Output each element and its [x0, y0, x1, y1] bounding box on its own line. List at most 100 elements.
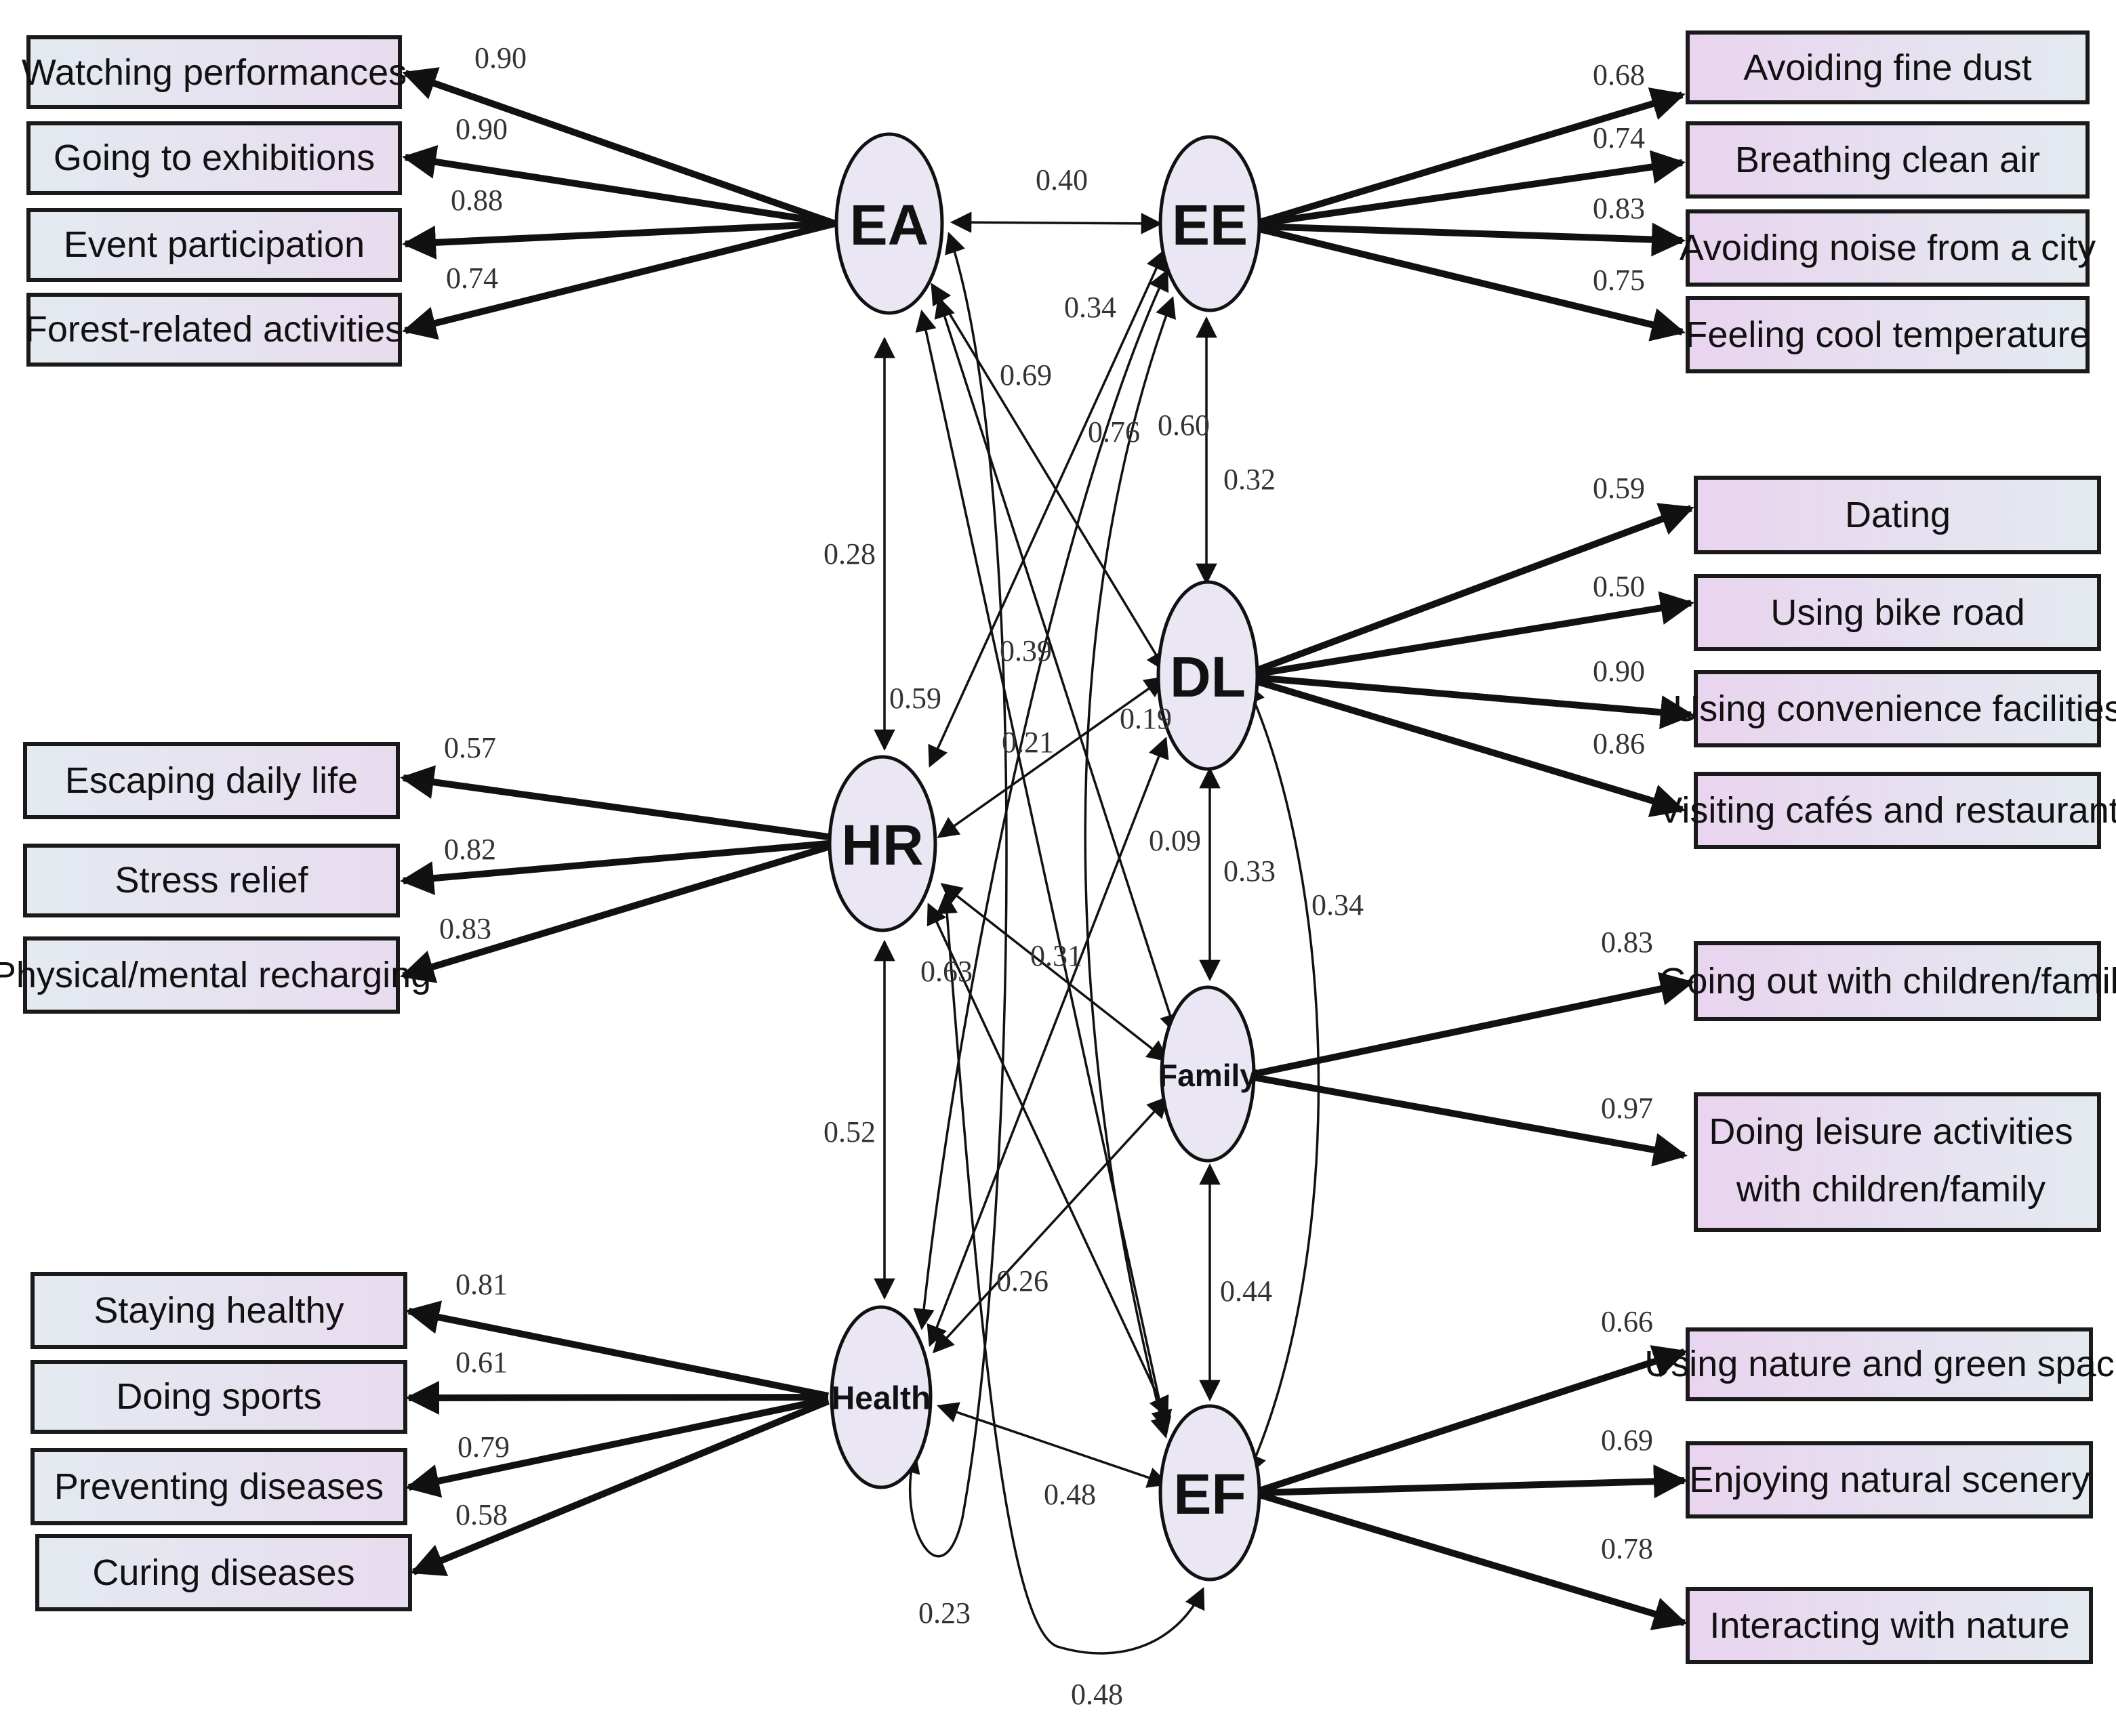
node-EE: EE [1158, 135, 1261, 312]
load-Health-1 [405, 1300, 829, 1399]
loading-label: 0.83 [1601, 926, 1653, 959]
loading-label: 0.61 [455, 1346, 508, 1379]
indicator-curing-diseases: Curing diseases [35, 1534, 412, 1611]
corr-label: 0.33 [1223, 854, 1276, 888]
hr-indicators: Escaping daily life Stress relief Physic… [0, 742, 431, 1014]
indicator-label: Physical/mental recharging [0, 955, 431, 995]
loading-label: 0.82 [444, 833, 496, 866]
node-label: EA [850, 193, 929, 257]
loading-label: 0.78 [1601, 1532, 1653, 1565]
corr-label: 0.39 [1000, 634, 1052, 667]
corr-label: 0.34 [1311, 888, 1364, 922]
load-EF-2 [1259, 1464, 1688, 1499]
loading-label: 0.81 [455, 1268, 508, 1301]
indicator-label: Staying healthy [94, 1290, 344, 1331]
node-HR: HR [828, 755, 937, 932]
corr-Family-Health [932, 1096, 1169, 1354]
family-indicators: Going out with children/family Doing lei… [1659, 941, 2116, 1232]
corr-label: 0.44 [1220, 1275, 1272, 1308]
loading-label: 0.74 [1593, 121, 1645, 154]
corr-label: 0.48 [1071, 1678, 1123, 1711]
indicator-preventing-diseases: Preventing diseases [30, 1448, 407, 1525]
load-Family-1 [1253, 972, 1694, 1077]
load-EA-4 [402, 220, 836, 340]
indicator-visiting-cafes: Visiting cafés and restaurants [1658, 772, 2116, 849]
indicator-doing-sports: Doing sports [30, 1360, 407, 1434]
loading-label: 0.74 [446, 262, 498, 295]
loading-label: 0.88 [451, 184, 503, 217]
corr-label: 0.60 [1158, 409, 1210, 442]
loading-label: 0.68 [1593, 58, 1645, 91]
indicator-event-participation: Event participation [26, 208, 402, 282]
load-DL-2 [1255, 591, 1694, 678]
node-Family: Family [1158, 985, 1257, 1163]
loading-label: 0.97 [1601, 1092, 1653, 1125]
corr-label: 0.31 [1030, 939, 1082, 972]
corr-DL-EF [1245, 682, 1320, 1476]
corr-label: 0.63 [920, 955, 973, 988]
corr-label: 0.26 [996, 1264, 1049, 1298]
indicator-using-nature: Using nature and green space [1644, 1327, 2116, 1401]
node-label: DL [1170, 645, 1246, 709]
corr-label: 0.59 [889, 682, 941, 715]
indicator-label: Enjoying natural scenery [1689, 1460, 2090, 1500]
indicator-label: Avoiding noise from a city [1680, 228, 2096, 268]
load-DL-4 [1254, 678, 1686, 817]
indicator-escaping-daily-life: Escaping daily life [23, 742, 400, 819]
load-Health-3 [405, 1396, 830, 1498]
indicator-forest-related-activities: Forest-related activities [25, 293, 403, 367]
indicator-label: Going out with children/family [1659, 961, 2116, 1001]
indicator-label: Preventing diseases [54, 1466, 384, 1507]
load-Health-2 [405, 1380, 829, 1415]
corr-label: 0.21 [1002, 726, 1054, 759]
corr-label: 0.52 [823, 1115, 876, 1149]
indicator-avoiding-noise: Avoiding noise from a city [1680, 209, 2096, 287]
indicator-staying-healthy: Staying healthy [30, 1272, 407, 1349]
indicator-label: Watching performances [22, 52, 407, 93]
ea-indicators: Watching performances Going to exhibitio… [22, 35, 407, 367]
loading-label: 0.66 [1601, 1305, 1653, 1338]
load-EF-3 [1258, 1491, 1688, 1630]
corr-label: 0.19 [1120, 702, 1172, 735]
indicator-going-to-exhibitions: Going to exhibitions [26, 121, 402, 195]
indicator-label-line1: Doing leisure activities [1709, 1111, 2073, 1152]
node-DL: DL [1156, 580, 1259, 771]
indicator-label: Going to exhibitions [54, 138, 375, 178]
dl-indicators: Dating Using bike road Using convenience… [1658, 476, 2116, 849]
correlation-paths [874, 211, 1320, 1655]
indicator-label: Avoiding fine dust [1743, 47, 2031, 88]
load-EE-3 [1259, 222, 1686, 257]
corr-label: 0.69 [1000, 358, 1052, 392]
corr-label: 0.40 [1036, 163, 1088, 197]
loading-label: 0.83 [1593, 192, 1645, 225]
loading-label: 0.57 [444, 731, 496, 764]
indicator-interacting-with-nature: Interacting with nature [1686, 1587, 2093, 1664]
load-EA-3 [402, 220, 836, 260]
load-DL-1 [1254, 503, 1694, 674]
indicator-using-convenience-facilities: Using convenience facilities [1673, 670, 2116, 747]
load-EA-2 [402, 145, 836, 227]
indicator-label: Feeling cool temperature [1685, 314, 2090, 355]
loading-labels: 0.90 0.90 0.88 0.74 0.57 0.82 0.83 0.81 … [439, 41, 1653, 1565]
indicator-label: Forest-related activities [25, 309, 403, 350]
corr-HR-EF-bottom [936, 892, 1205, 1655]
loading-label: 0.59 [1593, 472, 1645, 505]
corr-label: 0.32 [1223, 463, 1276, 496]
loading-label: 0.50 [1593, 570, 1645, 603]
correlation-labels: 0.40 0.28 0.69 0.39 0.63 0.23 0.34 0.76 … [823, 163, 1364, 1711]
load-EF-1 [1258, 1345, 1688, 1494]
node-label: Health [832, 1381, 931, 1417]
corr-EA-DL [931, 283, 1167, 673]
indicator-feeling-cool-temperature: Feeling cool temperature [1685, 296, 2090, 373]
loading-label: 0.90 [474, 41, 527, 75]
load-HR-2 [400, 840, 829, 895]
indicator-using-bike-road: Using bike road [1694, 574, 2101, 651]
loading-label: 0.86 [1593, 727, 1645, 760]
corr-HR-Family [940, 883, 1169, 1062]
indicator-label: Curing diseases [92, 1552, 354, 1593]
indicator-dating: Dating [1694, 476, 2101, 554]
indicator-label-line2: with children/family [1736, 1169, 2046, 1210]
indicator-watching-performances: Watching performances [22, 35, 407, 109]
indicator-label: Dating [1845, 495, 1951, 535]
indicator-label: Using nature and green space [1644, 1344, 2116, 1384]
